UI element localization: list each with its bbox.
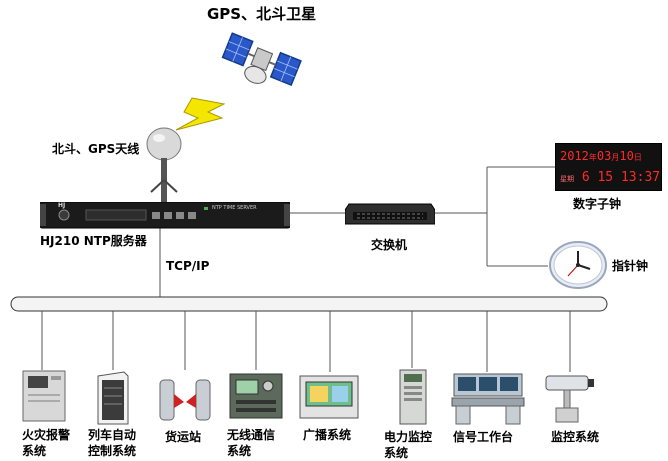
clock-weekday: 6 [581,170,590,185]
gps-antenna-icon [146,127,182,206]
subsystem-label-wireless-comms: 无线通信 系统 [227,428,276,458]
clock-year-unit: 年 [588,153,597,162]
broadcast-system-panel-icon [299,375,359,419]
ntp-server-panel-text: NTP TIME SERVER [212,205,257,211]
subsystem-label-freight-station: 货运站 [165,430,202,444]
freight-gate-icon [159,379,211,421]
digital-clock-label: 数字子钟 [573,197,622,211]
train-control-cabinet-icon [97,371,129,425]
ntp-server-label: HJ210 NTP服务器 [40,234,147,248]
analog-clock-icon [549,241,607,289]
clock-month: 03 [596,149,612,163]
clock-month-unit: 月 [611,153,620,162]
switch-label: 交换机 [371,238,408,252]
subsystem-label-surveillance: 监控系统 [551,430,600,444]
signal-lightning-icon [175,97,226,131]
wireless-comms-device-icon [229,373,283,419]
clock-time: 15 13:37 [597,170,661,185]
analog-clock-label: 指针钟 [612,259,649,273]
protocol-label: TCP/IP [166,259,210,273]
ethernet-bus [10,296,608,312]
clock-day: 10 [619,149,634,163]
satellite-label: GPS、北斗卫星 [207,5,317,23]
antenna-label: 北斗、GPS天线 [52,142,140,156]
fire-alarm-panel-icon [22,370,66,422]
clock-day-unit: 日 [633,153,642,162]
subsystem-label-train-control: 列车自动 控制系统 [88,428,137,458]
subsystem-label-signal-workstation: 信号工作台 [453,430,514,444]
satellite-icon [221,32,302,87]
surveillance-camera-icon [545,375,594,423]
network-switch-device [345,203,435,225]
clock-year: 2012 [560,149,589,163]
power-monitoring-cabinet-icon [399,369,427,425]
clock-weekday-tag: 星期 [560,175,574,183]
signal-workstation-icon [451,373,525,425]
digital-clock-device: 2012年03月10日 星期 6 15 13:37 [555,143,662,191]
subsystem-label-power-monitoring: 电力监控 系统 [384,430,433,460]
subsystem-label-broadcast: 广播系统 [303,428,352,442]
ntp-server-brand: HJ [58,202,66,209]
subsystem-label-fire-alarm: 火灾报警 系统 [22,428,71,458]
ntp-server-device [40,202,290,229]
